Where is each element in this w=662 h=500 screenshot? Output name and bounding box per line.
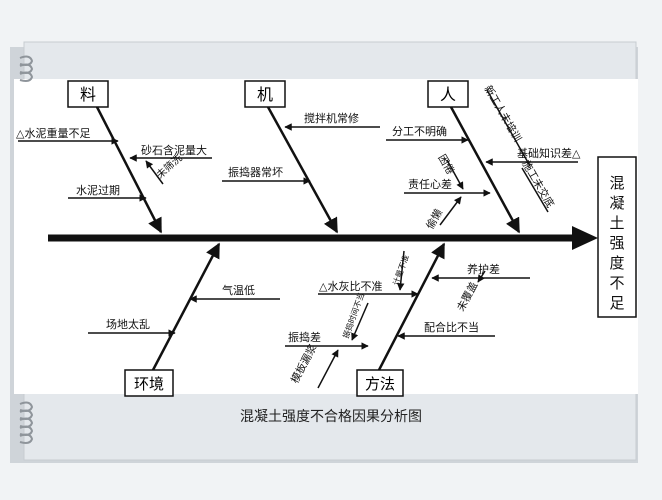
- category-machine: 机: [244, 80, 286, 108]
- svg-text:料: 料: [80, 85, 96, 104]
- category-environment: 环境: [124, 369, 174, 397]
- label-mixer-repair: 搅拌机常修: [304, 111, 359, 125]
- category-material: 料: [67, 80, 109, 108]
- label-vibrating: 振捣差: [288, 330, 321, 344]
- diagram-caption: 混凝土强度不合格因果分析图: [240, 409, 422, 425]
- label-cement-weight: △水泥重量不足: [16, 126, 90, 140]
- svg-text:环境: 环境: [134, 375, 164, 393]
- label-site-messy: 场地太乱: [106, 317, 150, 331]
- label-responsibility: 责任心差: [408, 177, 452, 191]
- svg-text:度: 度: [609, 254, 624, 272]
- binding-rings-bottom: [19, 401, 34, 444]
- line-not-washed: [145, 160, 164, 185]
- line-formwork: [317, 349, 339, 389]
- effect-text: 混 凝 土 强 度 不 足: [609, 174, 624, 312]
- svg-text:足: 足: [609, 294, 624, 312]
- line-low-education: [521, 167, 549, 213]
- line-new-workers: [486, 89, 531, 167]
- line-tired: [446, 159, 464, 190]
- svg-text:强: 强: [609, 234, 624, 252]
- svg-text:混: 混: [609, 174, 624, 192]
- category-people: 人: [427, 80, 469, 108]
- bone-machine: [266, 106, 339, 234]
- effect-box: [597, 156, 637, 318]
- svg-text:机: 机: [257, 85, 273, 104]
- svg-text:方法: 方法: [365, 375, 395, 393]
- svg-text:不: 不: [609, 274, 624, 292]
- line-not-covered: [477, 270, 486, 283]
- binding-rings-top: [19, 55, 34, 82]
- label-mix-ratio: 配合比不当: [424, 320, 479, 334]
- label-basic-knowledge: 基础知识差△: [517, 146, 581, 160]
- svg-text:土: 土: [609, 214, 624, 232]
- line-lazy: [439, 196, 462, 226]
- label-sand-mud: 砂石含泥量大: [141, 143, 207, 157]
- spine-arrowhead: [572, 226, 598, 250]
- label-water-cement: △水灰比不准: [319, 279, 382, 293]
- bone-environment: [151, 242, 221, 371]
- label-low-temp: 气温低: [222, 283, 255, 297]
- svg-text:人: 人: [440, 85, 456, 104]
- bone-people: [449, 106, 521, 234]
- line-metering: [396, 250, 405, 291]
- category-method: 方法: [356, 369, 404, 397]
- bone-material: [95, 106, 163, 234]
- label-curing: 养护差: [467, 262, 500, 276]
- svg-text:凝: 凝: [609, 194, 624, 212]
- label-unclear-division: 分工不明确: [392, 125, 447, 138]
- label-vibrator-broken: 振捣器常坏: [228, 165, 283, 179]
- bone-method: [377, 242, 446, 371]
- line-vibrate-time: [351, 302, 369, 341]
- label-cement-expired: 水泥过期: [76, 184, 120, 197]
